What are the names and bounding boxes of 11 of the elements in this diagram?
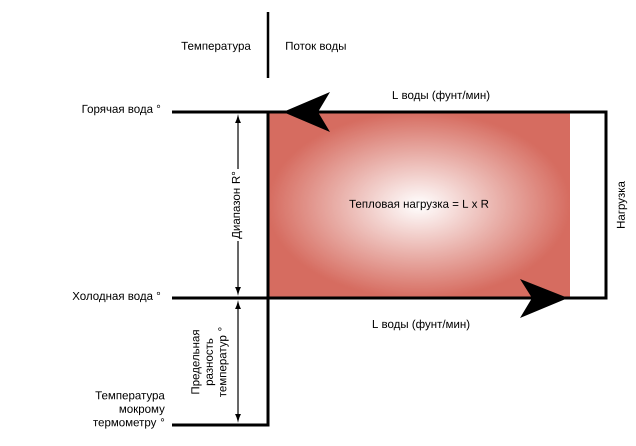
- label-text: Горячая вода °: [82, 104, 160, 116]
- label-text: Холодная вода °: [72, 292, 160, 302]
- label-text: Предельная разность температур °: [191, 327, 229, 397]
- heat-load-area: Тепловая нагрузка = L x R: [349, 200, 488, 210]
- label-text: Температура: [181, 42, 251, 52]
- label-text: Нагрузка: [616, 181, 628, 228]
- label-text: Поток воды: [286, 42, 346, 52]
- label-text: Диапазон R°: [230, 169, 244, 241]
- label-text: L воды (фунт/мин): [392, 90, 490, 102]
- label-text: L воды (фунт/мин): [372, 320, 470, 330]
- label-text: Температура мокрому термометру °: [93, 391, 165, 429]
